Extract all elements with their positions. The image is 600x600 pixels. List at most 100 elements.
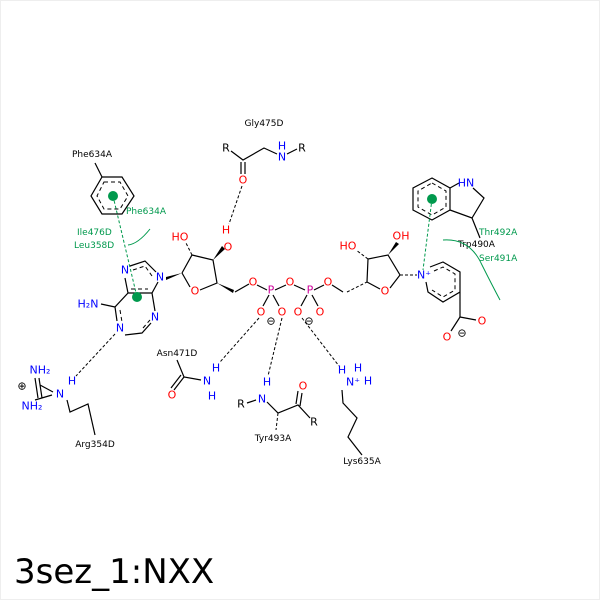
adenine: N N N N H₂N [78, 260, 164, 336]
pi-stacking-line [112, 195, 138, 298]
atom-h: H [338, 364, 346, 377]
hbond-gly475d [228, 185, 243, 225]
hydrophobic-contact-curve [442, 239, 501, 301]
atom-ho: HO [172, 231, 189, 244]
atom-r: R [222, 142, 230, 155]
atom-nh2: NH₂ [30, 364, 51, 377]
residue-lys635a: H H N⁺ H Lys635A [338, 362, 382, 468]
atom-o: O [278, 306, 287, 319]
hbond-asn471d [219, 317, 260, 363]
atom-o: O [168, 389, 177, 402]
atom-n: N [121, 264, 129, 277]
atom-n-plus: N⁺ [346, 376, 360, 389]
hydrophobic-label-thr492a: Thr492A [478, 228, 518, 238]
wedge-bond [217, 283, 234, 293]
label-tyr493a: Tyr493A [254, 434, 292, 444]
hydrophobic-label-ile476d: Ile476D [77, 228, 112, 238]
atom-n: N [116, 322, 124, 335]
pi-center-dot [132, 292, 142, 302]
atom-h: H [212, 362, 220, 375]
hbond-lys635a [301, 317, 340, 367]
pyrophosphate: P O P O O O ⊖ O O ⊖ [256, 276, 344, 328]
atom-h: H [208, 390, 216, 403]
wedge-bond [213, 246, 225, 260]
atom-oh: OH [393, 230, 410, 243]
residue-arg354d: NH₂ NH₂ ⊕ N H Arg354D [17, 364, 114, 451]
atom-o: O [381, 285, 390, 298]
ribose-ring [181, 254, 218, 291]
atom-ho: HO [340, 240, 357, 253]
atom-o: O [286, 276, 295, 289]
phosphate-bonds [256, 284, 344, 293]
wedge-bond [166, 273, 182, 280]
label-trp490a: Trp490A [457, 240, 496, 250]
atom-o: O [299, 380, 308, 393]
hydrophobic-label-leu358d: Leu358D [74, 241, 114, 251]
atom-r: R [310, 416, 318, 429]
diagram-title: 3sez_1:NXX [14, 552, 215, 592]
atom-o: O [249, 276, 258, 289]
atom-h: H [354, 362, 362, 375]
atom-r: R [298, 142, 306, 155]
residue-gly475d: Gly475D R H N R O [222, 119, 306, 187]
phe-ring-aromatic [96, 181, 129, 210]
atom-n: N [156, 271, 164, 284]
atom-o: O [224, 241, 233, 254]
hash-bond [346, 281, 368, 293]
gly-backbone [230, 147, 298, 161]
hydrophobic-label-phe634a: Phe634A [126, 207, 167, 217]
atom-o: O [478, 315, 487, 328]
charge-minus: ⊖ [304, 315, 313, 328]
gly-carbonyl [240, 162, 246, 174]
hydrophobic-label-ser491a: Ser491A [479, 254, 518, 264]
pyridine-ring [425, 261, 461, 317]
atom-o: O [316, 306, 325, 319]
atom-o: O [239, 174, 248, 187]
atom-n: N [151, 311, 159, 324]
hydrophobic-contact-curve [127, 228, 151, 246]
adenine-bonds [100, 260, 159, 336]
atom-h: H [222, 224, 230, 237]
atom-h2n: H₂N [78, 298, 99, 311]
label-lys635a: Lys635A [343, 457, 381, 467]
atom-h: H [278, 140, 286, 153]
charge-plus: ⊕ [17, 380, 26, 393]
atom-nh2: NH₂ [22, 400, 43, 413]
residue-trp490a: HN Trp490A [412, 177, 496, 250]
ribose-2: O HO OH [340, 230, 417, 298]
pi-cation-line [422, 198, 433, 271]
adenine-aromatic [119, 265, 153, 329]
atom-n: N [258, 393, 266, 406]
atom-n-plus: N⁺ [417, 269, 431, 282]
atom-o: O [324, 276, 333, 289]
phe-stem [94, 162, 103, 178]
hash-bond [185, 242, 193, 256]
atom-n: N [278, 151, 286, 164]
atom-hn: HN [458, 177, 475, 190]
arg-bonds [34, 377, 96, 436]
pyridine-aromatic [431, 266, 456, 298]
atom-o: O [191, 285, 200, 298]
atom-n: N [203, 375, 211, 388]
charge-minus: ⊖ [266, 315, 275, 328]
atom-h: H [263, 376, 271, 389]
po-bonds [262, 294, 319, 307]
residue-tyr493a: H N R O R Tyr493A [237, 376, 318, 445]
atom-h: H [68, 375, 76, 388]
atom-o: O [294, 306, 303, 319]
atom-n: N [56, 388, 64, 401]
hash-bond [275, 412, 279, 431]
residue-phe634a: Phe634A [72, 150, 135, 215]
lys-chain [341, 389, 363, 456]
atom-p: P [307, 284, 314, 297]
label-arg354d: Arg354D [75, 440, 115, 450]
ribose-1: O HO O H O [166, 224, 258, 298]
label-phe634a: Phe634A [72, 150, 113, 160]
nicotinate: N⁺ O O ⊖ [417, 261, 487, 344]
indole-bonds [412, 177, 485, 239]
atom-r: R [237, 398, 245, 411]
wedge-bond [388, 242, 399, 255]
asn-bonds [170, 359, 202, 391]
